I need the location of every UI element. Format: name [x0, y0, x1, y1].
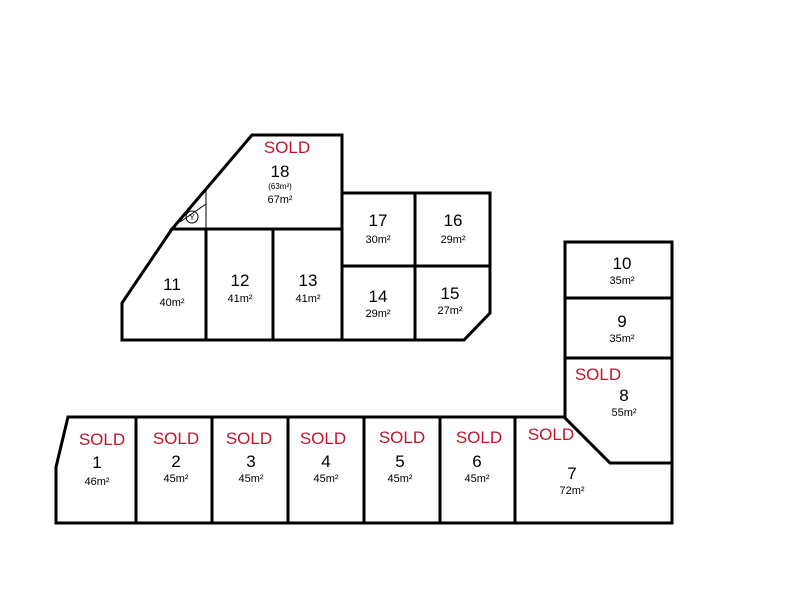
- lot-18-corner-line: [179, 203, 207, 223]
- lot-8-sold-label: SOLD: [575, 365, 621, 384]
- lot-15-area: 27m²: [437, 305, 462, 317]
- lot-1-sold-label: SOLD: [79, 430, 125, 449]
- lot-3-number: 3: [246, 452, 255, 471]
- lot-16-number: 16: [444, 211, 463, 230]
- lot-12-area: 41m²: [227, 293, 252, 305]
- lot-10-number: 10: [613, 254, 632, 273]
- lot-14-area: 29m²: [365, 308, 390, 320]
- lot-17-area: 30m²: [365, 234, 390, 246]
- marker-label: Y: [189, 213, 195, 222]
- lot-4-number: 4: [321, 452, 330, 471]
- marker-circle: [185, 210, 199, 224]
- lot-5-number: 5: [395, 452, 404, 471]
- lot-16-area: 29m²: [440, 234, 465, 246]
- lot-18-sold-label: SOLD: [264, 138, 310, 157]
- lot-11-number: 11: [163, 275, 181, 294]
- lot-2-number: 2: [171, 452, 180, 471]
- lot-8-number: 8: [619, 386, 628, 405]
- lot-2-sold-label: SOLD: [153, 429, 199, 448]
- lot-9-number: 9: [617, 312, 626, 331]
- lot-13-number: 13: [299, 271, 318, 290]
- lot-1-area: 46m²: [84, 476, 109, 488]
- lot-8-area: 55m²: [611, 407, 636, 419]
- lot-1-outline[interactable]: [54, 415, 138, 525]
- lot-13-area: 41m²: [295, 293, 320, 305]
- lot-2-area: 45m²: [163, 473, 188, 485]
- lot-3-sold-label: SOLD: [226, 429, 272, 448]
- lot-4-area: 45m²: [313, 473, 338, 485]
- lot-3-area: 45m²: [238, 473, 263, 485]
- lot-17-number: 17: [369, 211, 388, 230]
- lot-15-number: 15: [441, 284, 460, 303]
- lot-18-area: 67m²: [267, 194, 292, 206]
- lot-4-sold-label: SOLD: [300, 429, 346, 448]
- lot-6-area: 45m²: [464, 473, 489, 485]
- lot-6-number: 6: [472, 452, 481, 471]
- lot-7-outline[interactable]: [513, 415, 674, 525]
- lot-9-area: 35m²: [609, 333, 634, 345]
- lot-10-area: 35m²: [609, 275, 634, 287]
- lot-11-outline[interactable]: [120, 227, 208, 342]
- lot-7-area: 72m²: [559, 485, 584, 497]
- lot-12-number: 12: [231, 271, 250, 290]
- lot-1-number: 1: [92, 453, 101, 472]
- lot-15-outline[interactable]: [413, 264, 492, 342]
- lot-5-area: 45m²: [387, 473, 412, 485]
- lot-7-sold-label: SOLD: [528, 425, 574, 444]
- lot-18-number: 18: [271, 162, 290, 181]
- lot-5-sold-label: SOLD: [379, 428, 425, 447]
- lot-11-area: 40m²: [159, 297, 184, 309]
- lot-14-number: 14: [369, 287, 388, 306]
- lot-18-area-secondary: (63m²): [268, 182, 292, 191]
- lot-6-sold-label: SOLD: [456, 428, 502, 447]
- lot-7-number: 7: [567, 464, 576, 483]
